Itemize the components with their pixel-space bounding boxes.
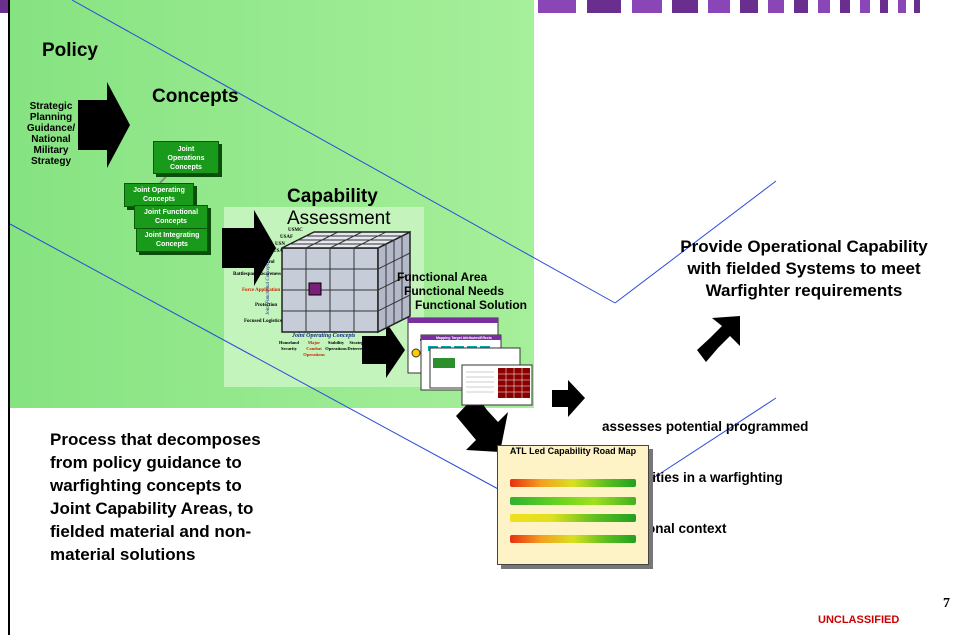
header-block bbox=[740, 0, 758, 13]
service-label: USMC bbox=[288, 228, 303, 233]
document-stack bbox=[407, 317, 533, 406]
road-map-bar bbox=[510, 514, 636, 522]
functional-solution-label: Functional Solution bbox=[415, 298, 527, 312]
connector-line bbox=[614, 180, 777, 304]
operational-capability-text: Provide Operational Capability with fiel… bbox=[680, 237, 928, 300]
header-block bbox=[914, 0, 920, 13]
functional-area-label: Functional Area bbox=[397, 270, 488, 284]
header-block bbox=[818, 0, 830, 13]
operating-concept-label: Homeland Security bbox=[278, 340, 299, 351]
service-label: USA bbox=[273, 249, 284, 254]
strategic-line: Strategy bbox=[30, 156, 71, 167]
assess-arrow bbox=[552, 380, 585, 417]
service-label: USN bbox=[275, 242, 286, 247]
capability-road-map: ATL Led Capability Road Map bbox=[497, 445, 649, 565]
strategic-line: Planning bbox=[29, 112, 73, 123]
strategic-line: Guidance/ bbox=[26, 123, 76, 134]
strategic-guidance-text: Strategic Planning Guidance/ National Mi… bbox=[22, 101, 80, 167]
header-block bbox=[538, 0, 576, 13]
header-block bbox=[880, 0, 888, 13]
header-block bbox=[672, 0, 698, 13]
service-label: USAF bbox=[280, 235, 294, 240]
strategic-line: Strategic bbox=[29, 101, 73, 112]
classification-label: UNCLASSIFIED bbox=[818, 614, 900, 626]
header-block bbox=[794, 0, 808, 13]
road-map-bar bbox=[510, 535, 636, 543]
strategic-line: Military bbox=[33, 145, 69, 156]
functional-concept-label: Battlespace Awareness bbox=[233, 272, 282, 277]
header-block bbox=[632, 0, 662, 13]
capability-up-arrow bbox=[697, 316, 740, 362]
cube-bottom-axis-label: Joint Operating Concepts bbox=[292, 333, 356, 339]
header-block bbox=[708, 0, 730, 13]
capability-arrow bbox=[362, 322, 405, 378]
capability-assessment-label: Capability Assessment bbox=[287, 186, 391, 229]
policy-arrow bbox=[78, 82, 130, 168]
concepts-label: Concepts bbox=[152, 86, 239, 107]
strategic-line: National bbox=[31, 134, 71, 145]
functional-concept-label: Focused Logistics bbox=[244, 319, 282, 324]
functional-needs-label: Functional Needs bbox=[404, 284, 505, 298]
connector-lines bbox=[9, 0, 777, 491]
connector-line bbox=[9, 223, 501, 491]
header-block bbox=[587, 0, 621, 13]
process-description: Process that decomposes from policy guid… bbox=[50, 430, 261, 564]
policy-label: Policy bbox=[42, 40, 98, 61]
road-map-bar bbox=[510, 479, 636, 487]
capability-cube bbox=[281, 230, 411, 334]
joint-operations-concepts-box: Joint Operations Concepts bbox=[153, 141, 219, 174]
joint-functional-concepts-box: Joint Functional Concepts bbox=[134, 205, 208, 229]
left-rule bbox=[8, 0, 10, 635]
header-block bbox=[860, 0, 870, 13]
connector-line bbox=[640, 397, 777, 487]
joint-operating-concepts-box: Joint Operating Concepts bbox=[124, 183, 194, 207]
operating-concept-label: Stability Operations bbox=[325, 340, 347, 351]
joint-integrating-concepts-box: Joint Integrating Concepts bbox=[136, 228, 208, 252]
header-block bbox=[898, 0, 906, 13]
operating-concept-label: Strategic Deterrence bbox=[347, 340, 369, 351]
road-map-bar bbox=[510, 497, 636, 505]
connector-line bbox=[71, 0, 616, 304]
header-block bbox=[840, 0, 850, 13]
header-block bbox=[768, 0, 784, 13]
road-map-title: ATL Led Capability Road Map bbox=[509, 446, 637, 456]
functional-concept-label: Control bbox=[258, 260, 275, 265]
page-number: 7 bbox=[943, 596, 950, 611]
functional-concept-label: Force Application bbox=[242, 288, 281, 293]
document-title: Mapping Target Attributes/Effects bbox=[436, 336, 492, 340]
operating-concept-label: Major Combat Operations bbox=[303, 340, 325, 357]
functional-concept-label: Protection bbox=[255, 303, 278, 308]
roadmap-arrow bbox=[456, 395, 508, 452]
concepts-arrow bbox=[222, 210, 276, 286]
cube-side-axis-label: Joint Functional Concepts bbox=[266, 261, 272, 316]
